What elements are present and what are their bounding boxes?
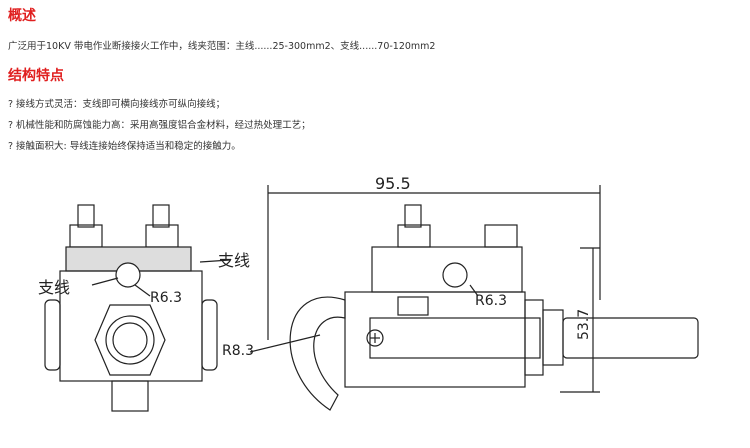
side-view xyxy=(249,185,699,411)
front-view xyxy=(44,204,231,412)
radius-front: R6.3 xyxy=(150,290,182,306)
height-dimension: 53.7 xyxy=(576,309,592,340)
overview-heading: 概述 xyxy=(8,8,36,24)
features-heading: 结构特点 xyxy=(8,68,64,84)
overview-text: 广泛用于10KV 带电作业断接接火工作中，线夹范围：主线......25-300… xyxy=(8,41,436,52)
branch-label-right: 支线 xyxy=(218,251,250,270)
radius-side: R6.3 xyxy=(475,293,507,309)
feature-item: ? 机械性能和防腐蚀能力高：采用高强度铝合金材料，经过热处理工艺； xyxy=(8,120,311,131)
feature-item: ? 接线方式灵活：支线即可横向接线亦可纵向接线； xyxy=(8,99,226,110)
feature-item: ? 接触面积大: 导线连接始终保持适当和稳定的接触力。 xyxy=(8,141,241,152)
width-dimension: 95.5 xyxy=(375,174,411,193)
branch-label-left: 支线 xyxy=(38,278,70,297)
radius-hook: R8.3 xyxy=(222,343,254,359)
